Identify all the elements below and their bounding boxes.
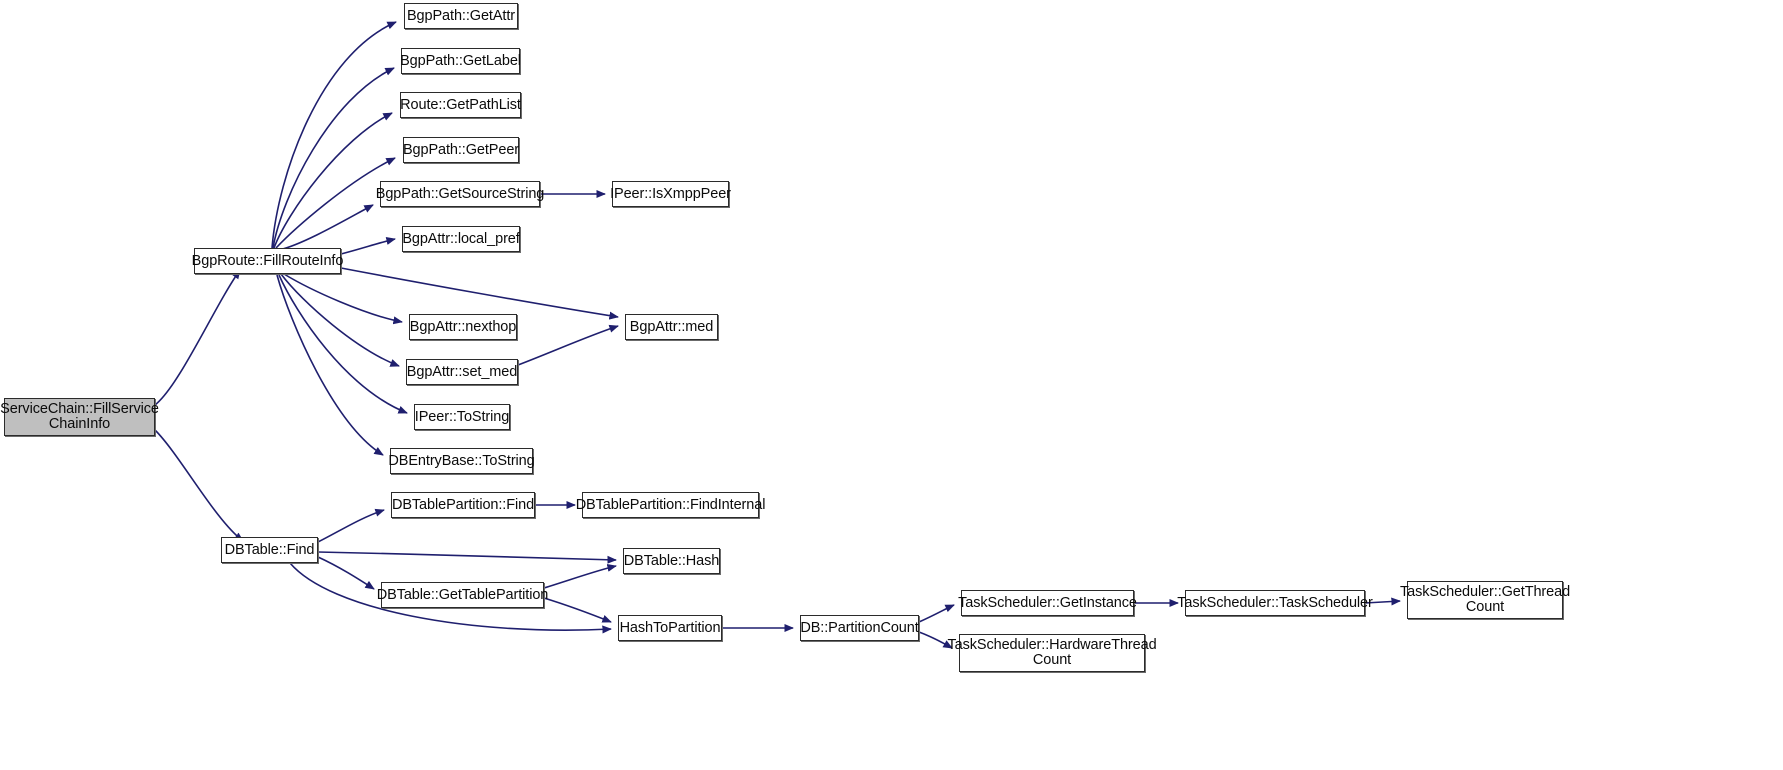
call-graph-node-getinstance[interactable]: TaskScheduler::GetInstance xyxy=(958,590,1137,616)
call-graph-node-dbtablefind[interactable]: DBTable::Find xyxy=(221,537,318,563)
call-graph-node-dbentrytostring[interactable]: DBEntryBase::ToString xyxy=(388,448,535,474)
call-edge-fillrouteinfo-to-ipeertostring xyxy=(278,274,408,414)
call-edge-dbtablefind-to-dbtablehash xyxy=(317,551,617,564)
call-edge-fillrouteinfo-to-getsourcestring xyxy=(278,204,374,251)
call-graph-node-local_pref[interactable]: BgpAttr::local_pref xyxy=(402,226,520,252)
call-graph-node-gettablepartition[interactable]: DBTable::GetTablePartition xyxy=(377,582,548,608)
call-edge-root-to-fillrouteinfo xyxy=(154,269,241,406)
call-graph-node-partitionfind[interactable]: DBTablePartition::Find xyxy=(391,492,535,518)
call-edge-fillrouteinfo-to-getlabel xyxy=(272,67,395,249)
call-edge-fillrouteinfo-to-nexthop xyxy=(283,273,403,325)
call-graph-node-hashtopartition[interactable]: HashToPartition xyxy=(618,615,722,641)
call-graph-node-ipeertostring[interactable]: IPeer::ToString xyxy=(414,404,510,430)
call-edge-fillrouteinfo-to-set_med xyxy=(280,273,400,367)
call-graph-node-hardwarethread[interactable]: TaskScheduler::HardwareThread Count xyxy=(947,634,1157,672)
call-edge-gettablepartition-to-dbtablehash xyxy=(543,563,617,589)
call-graph-node-getsourcestring[interactable]: BgpPath::GetSourceString xyxy=(376,181,544,207)
call-graph-node-taskscheduler[interactable]: TaskScheduler::TaskScheduler xyxy=(1177,590,1373,616)
call-edge-set_med-to-med xyxy=(517,324,619,366)
call-edge-dbtablefind-to-partitionfind xyxy=(317,508,385,543)
call-graph-node-med[interactable]: BgpAttr::med xyxy=(625,314,718,340)
call-graph-node-set_med[interactable]: BgpAttr::set_med xyxy=(406,359,518,385)
call-graph-node-root[interactable]: ServiceChain::FillService ChainInfo xyxy=(0,398,159,436)
call-edge-fillrouteinfo-to-getpathlist xyxy=(273,112,393,249)
call-edge-fillrouteinfo-to-getpeer xyxy=(275,157,396,249)
call-edge-root-to-dbtablefind xyxy=(154,429,244,542)
call-graph-node-findinternal[interactable]: DBTablePartition::FindInternal xyxy=(576,492,765,518)
call-edge-dbtablefind-to-gettablepartition xyxy=(317,556,375,590)
call-graph-node-getpathlist[interactable]: Route::GetPathList xyxy=(400,92,521,118)
call-graph-node-getpeer[interactable]: BgpPath::GetPeer xyxy=(403,137,519,163)
call-edge-gettablepartition-to-hashtopartition xyxy=(543,597,612,623)
call-edge-fillrouteinfo-to-getattr xyxy=(271,21,397,249)
call-edge-partitioncount-to-getinstance xyxy=(918,604,955,623)
call-graph-node-nexthop[interactable]: BgpAttr::nexthop xyxy=(409,314,517,340)
call-graph-node-dbtablehash[interactable]: DBTable::Hash xyxy=(623,548,720,574)
call-graph-node-getattr[interactable]: BgpPath::GetAttr xyxy=(404,3,518,29)
call-edge-fillrouteinfo-to-local_pref xyxy=(340,237,396,255)
call-graph-node-getlabel[interactable]: BgpPath::GetLabel xyxy=(400,48,521,74)
call-graph-node-fillrouteinfo[interactable]: BgpRoute::FillRouteInfo xyxy=(192,248,343,274)
call-edge-fillrouteinfo-to-dbentrytostring xyxy=(276,274,384,456)
call-edge-fillrouteinfo-to-med xyxy=(340,267,619,320)
call-graph-node-isxmpppeer[interactable]: IPeer::IsXmppPeer xyxy=(610,181,731,207)
call-graph-node-getthreadcount[interactable]: TaskScheduler::GetThread Count xyxy=(1400,581,1570,619)
call-graph-node-partitioncount[interactable]: DB::PartitionCount xyxy=(800,615,919,641)
